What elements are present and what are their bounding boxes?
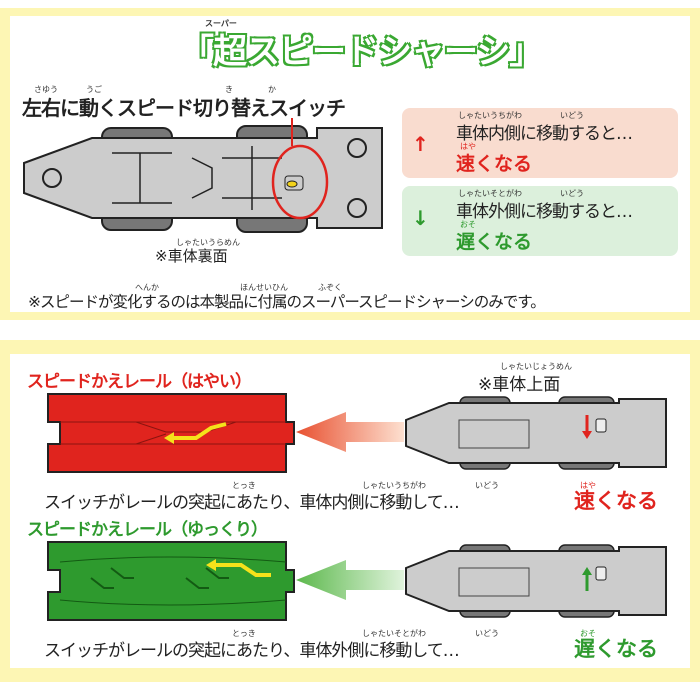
switch-heading: 左右に動くスピード切り替えスイッチ [22, 96, 346, 120]
fast-result: 速くなる [456, 153, 533, 175]
slow-line-ruby: とっき [232, 629, 256, 638]
fast-rail-diagram [47, 393, 295, 473]
fast-line-ruby: いどう [475, 481, 499, 490]
topside-label: ※車体上面 [478, 375, 561, 395]
fast-ruby: いどう [560, 111, 584, 120]
slow-line-ruby: しゃたいそとがわ [362, 629, 426, 638]
slow-result-ruby: おそ [460, 220, 476, 229]
heading-ruby: か [268, 85, 276, 94]
car-topside-fast-diagram [405, 396, 667, 470]
slow-result: 遅くなる [456, 231, 533, 253]
fast-result-ruby: はや [460, 142, 476, 151]
footnote-ruby: ふぞく [318, 283, 342, 292]
arrow-up-icon: ↑ [412, 132, 429, 156]
left-arrow-red-icon [296, 412, 404, 452]
slow-rail-title: スピードかえレール（ゆっくり） [27, 520, 268, 540]
fast-ruby: しゃたいうちがわ [458, 111, 522, 120]
car-topside-slow-diagram [405, 544, 667, 618]
underside-ruby: しゃたいうらめん [176, 238, 240, 247]
fast-info-box: ↑ しゃたいうちがわ いどう 車体内側に移動すると… はや 速くなる [402, 108, 678, 178]
slow-line-ruby: おそ [580, 629, 596, 638]
title-ruby: スーパー [205, 19, 237, 28]
fast-line-result: 速くなる [574, 489, 658, 513]
underside-label: ※車体裏面 [155, 247, 228, 265]
slow-line-result: 遅くなる [574, 637, 658, 661]
footnote-ruby: ほんせいひん [240, 283, 288, 292]
heading-ruby: さゆう [34, 85, 58, 94]
slow-ruby: しゃたいそとがわ [458, 189, 522, 198]
heading-ruby: うご [86, 85, 102, 94]
arrow-down-icon: ↓ [412, 206, 429, 230]
footnote: ※スピードが変化するのは本製品に付属のスーパースピードシャーシのみです。 [28, 293, 546, 311]
fast-box-text: 車体内側に移動すると… [456, 124, 633, 144]
chassis-underside-diagram [23, 118, 383, 233]
page-title: 「超スピードシャーシ」 [179, 31, 544, 73]
fast-line-ruby: はや [580, 481, 596, 490]
slow-ruby: いどう [560, 189, 584, 198]
fast-line-ruby: しゃたいうちがわ [362, 481, 426, 490]
slow-info-box: ↓ しゃたいそとがわ いどう 車体外側に移動すると… おそ 遅くなる [402, 186, 678, 256]
fast-line-ruby: とっき [232, 481, 256, 490]
slow-line-ruby: いどう [475, 629, 499, 638]
slow-box-text: 車体外側に移動すると… [456, 202, 633, 222]
topside-ruby: しゃたいじょうめん [500, 362, 572, 371]
fast-rail-title: スピードかえレール（はやい） [27, 372, 252, 392]
fast-line-text: スイッチがレールの突起にあたり、車体内側に移動して… [44, 493, 460, 513]
footnote-ruby: へんか [135, 283, 159, 292]
slow-rail-diagram [47, 541, 295, 621]
heading-ruby: き [225, 85, 233, 94]
slow-line-text: スイッチがレールの突起にあたり、車体外側に移動して… [44, 641, 460, 661]
left-arrow-green-icon [296, 560, 404, 600]
